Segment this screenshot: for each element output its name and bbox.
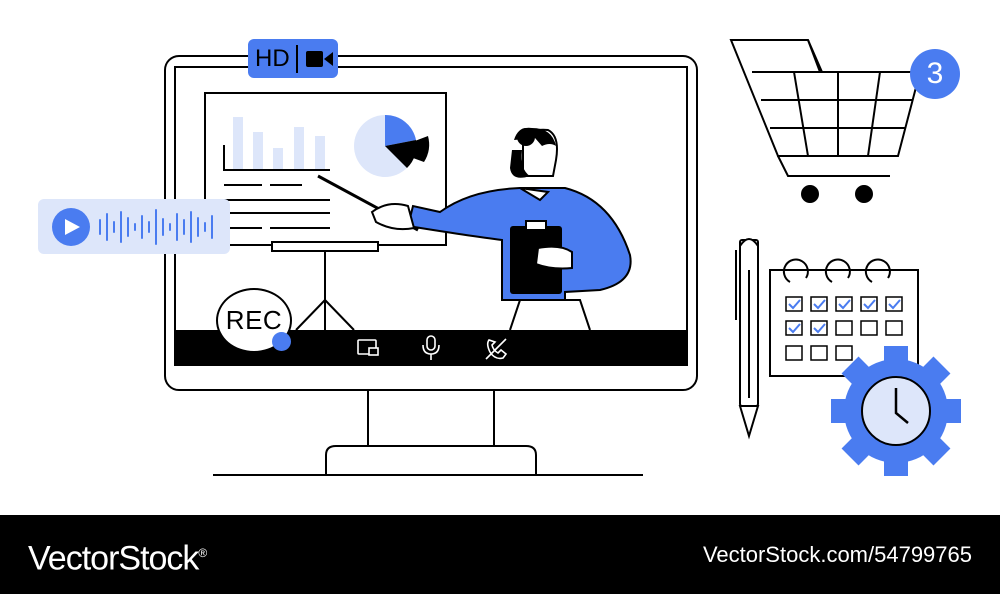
bar-5	[315, 136, 325, 170]
cart-count: 3	[926, 57, 944, 90]
microphone-icon[interactable]	[422, 335, 440, 360]
easel-stand	[295, 251, 355, 331]
phone-icon[interactable]	[485, 338, 508, 360]
cart-count-badge: 3	[910, 49, 960, 99]
brand-name: VectorStock	[28, 539, 199, 578]
screen-share-icon[interactable]	[357, 339, 379, 356]
calendar-checkmarks	[788, 299, 901, 334]
record-dot-icon	[272, 332, 291, 351]
shopping-cart-icon	[729, 39, 922, 203]
text-lines	[224, 184, 330, 229]
asset-id: VectorStock.com/54799765	[702, 542, 972, 567]
hd-label: HD	[255, 44, 290, 72]
pen-icon	[735, 238, 760, 440]
waveform-icon	[99, 209, 213, 245]
illustration-scene	[38, 39, 961, 476]
presentation-board	[204, 92, 447, 331]
bar-2	[253, 132, 263, 170]
bar-1	[233, 117, 243, 170]
rec-badge: REC	[216, 288, 292, 353]
bar-chart-icon	[223, 117, 330, 171]
bar-3	[273, 148, 283, 170]
video-camera-icon	[305, 50, 333, 67]
pie-chart-icon	[354, 114, 430, 177]
footer-bar: VectorStock® VectorStock.com/54799765	[0, 515, 1000, 594]
hd-separator	[295, 44, 298, 73]
hd-video-badge: HD	[248, 39, 338, 78]
presenter-figure	[317, 127, 632, 331]
brand-logo: VectorStock®	[28, 533, 207, 578]
clock-gear-icon	[831, 346, 961, 476]
registered-mark: ®	[198, 546, 207, 560]
rec-label: REC	[225, 305, 283, 335]
calendar-grid	[785, 296, 903, 361]
bar-4	[294, 127, 304, 170]
